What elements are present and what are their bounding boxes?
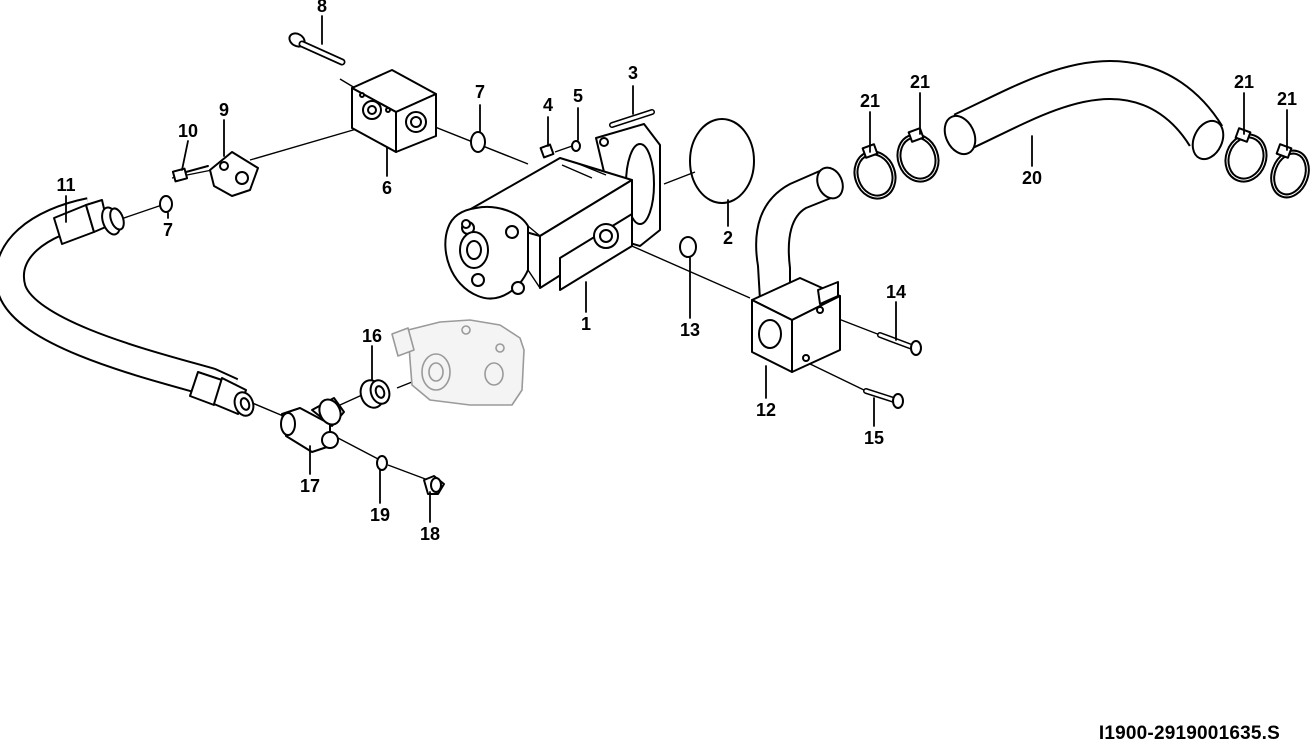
part-15-bolt xyxy=(863,388,904,409)
part-2-large-o-ring xyxy=(689,118,755,204)
callout-14: 14 xyxy=(886,282,906,302)
callout-8: 8 xyxy=(317,0,327,16)
callout-21: 21 xyxy=(1234,72,1254,92)
part-21-hose-clamp xyxy=(1224,127,1268,183)
part-11-hose xyxy=(0,197,255,417)
callout-5: 5 xyxy=(573,86,583,106)
callout-15: 15 xyxy=(864,428,884,448)
part-21-hose-clamp xyxy=(853,143,897,200)
callout-21: 21 xyxy=(1277,89,1297,109)
part-10-screw xyxy=(171,165,209,183)
part-7-o-ring xyxy=(159,195,173,213)
part-16-adapter xyxy=(359,379,391,409)
callout-7: 7 xyxy=(475,82,485,102)
callout-12: 12 xyxy=(756,400,776,420)
part-19-o-ring xyxy=(376,455,388,471)
callout-leader-lines xyxy=(65,15,1288,523)
part-13-o-ring xyxy=(679,236,697,258)
callout-7: 7 xyxy=(163,220,173,240)
callout-16: 16 xyxy=(362,326,382,346)
callout-4: 4 xyxy=(543,95,553,115)
callout-3: 3 xyxy=(628,63,638,83)
part-18-plug xyxy=(423,475,445,495)
callout-10: 10 xyxy=(178,121,198,141)
part-1-gear-pump xyxy=(444,123,661,300)
callout-2: 2 xyxy=(723,228,733,248)
part-8-bolt xyxy=(288,32,346,66)
callout-18: 18 xyxy=(420,524,440,544)
part-21-hose-clamp xyxy=(896,127,940,183)
part-21-hose-clamp xyxy=(1270,143,1310,199)
callout-1: 1 xyxy=(581,314,591,334)
part-9-flange xyxy=(209,151,259,197)
callout-labels: 1 2 3 4 5 6 7 7 8 9 10 11 12 13 14 15 16… xyxy=(56,0,1297,544)
part-7-o-ring xyxy=(470,131,486,153)
part-3-stud xyxy=(609,109,655,128)
valve-body-ghost xyxy=(391,319,525,406)
drawing-reference-code: I1900-2919001635.S xyxy=(1098,723,1280,744)
callout-19: 19 xyxy=(370,505,390,525)
callout-9: 9 xyxy=(219,100,229,120)
part-14-bolt xyxy=(877,332,922,356)
callout-11: 11 xyxy=(56,175,75,195)
callout-6: 6 xyxy=(382,178,392,198)
callout-17: 17 xyxy=(300,476,320,496)
callout-21: 21 xyxy=(910,72,930,92)
part-17-elbow xyxy=(280,397,345,453)
part-12-manifold xyxy=(751,166,844,373)
part-4-nut xyxy=(539,143,555,159)
part-5-washer xyxy=(571,140,581,152)
part-20-hose xyxy=(943,59,1225,161)
part-6-flange-block xyxy=(351,69,437,153)
callout-20: 20 xyxy=(1022,168,1042,188)
callout-13: 13 xyxy=(680,320,700,340)
callout-21: 21 xyxy=(860,91,880,111)
